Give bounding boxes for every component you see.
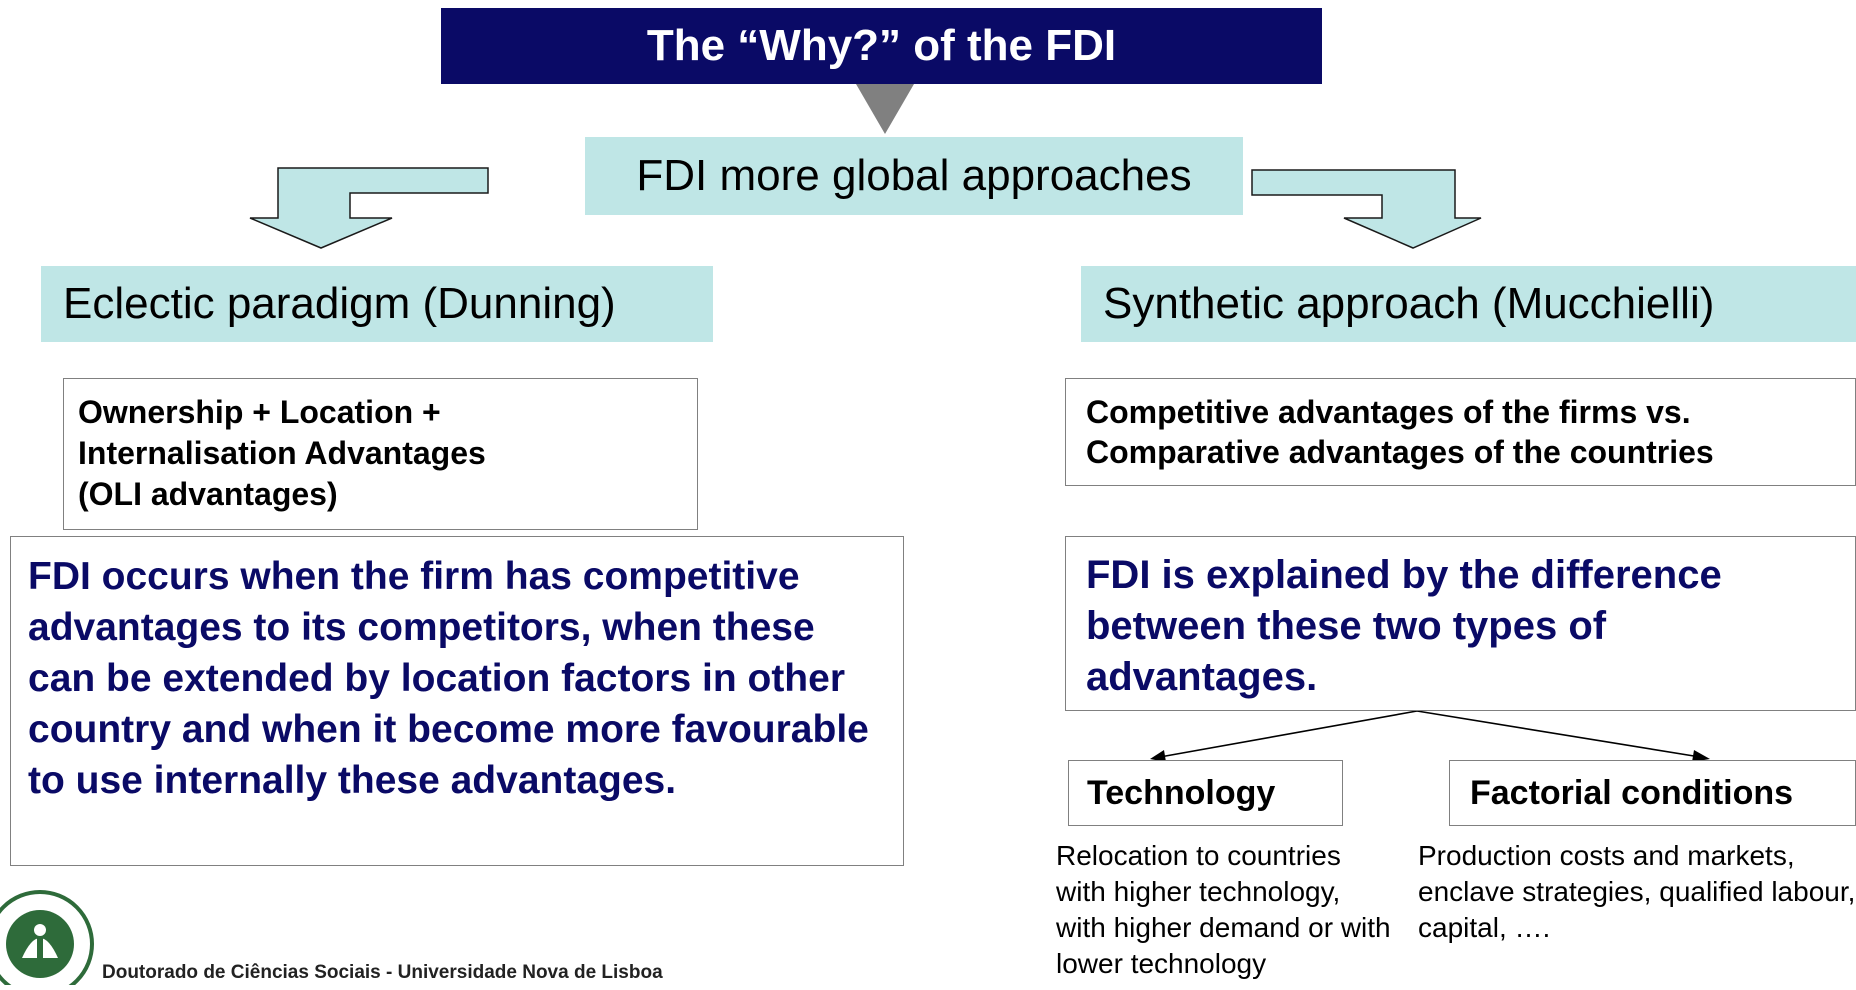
factorial-description: Production costs and markets, enclave st…	[1418, 840, 1856, 943]
oli-line-2: Internalisation Advantages	[78, 435, 486, 471]
factorial-conditions-box: Factorial conditions	[1449, 760, 1856, 826]
right-bent-arrow	[1251, 169, 1482, 249]
branch-arrowhead-factorial	[1692, 750, 1710, 762]
technology-box: Technology	[1068, 760, 1343, 826]
eclectic-paradigm-heading: Eclectic paradigm (Dunning)	[41, 266, 713, 342]
oli-advantages-box: Ownership + Location + Internalisation A…	[63, 378, 698, 530]
down-triangle-arrow	[856, 84, 914, 134]
branch-line-factorial	[1416, 710, 1701, 758]
technology-description: Relocation to countries with higher tech…	[1056, 840, 1391, 979]
competitive-advantages-box: Competitive advantages of the firms vs. …	[1065, 378, 1856, 486]
synthetic-approach-heading: Synthetic approach (Mucchielli)	[1081, 266, 1856, 342]
oli-line-3: (OLI advantages)	[78, 476, 338, 512]
fdi-explained-statement: FDI is explained by the difference betwe…	[1065, 536, 1856, 711]
fdi-occurs-statement: FDI occurs when the firm has competitive…	[10, 536, 904, 866]
page-title: The “Why?” of the FDI	[441, 8, 1322, 84]
global-approaches-box: FDI more global approaches	[585, 137, 1243, 215]
branch-arrowhead-technology	[1150, 750, 1166, 762]
competitive-line-2: Comparative advantages of the countries	[1086, 434, 1714, 470]
left-bent-arrow	[249, 167, 489, 249]
university-seal-logo	[0, 888, 108, 990]
competitive-line-1: Competitive advantages of the firms vs.	[1086, 394, 1691, 430]
footer-text: Doutorado de Ciências Sociais - Universi…	[102, 962, 663, 983]
branch-line-technology	[1159, 710, 1418, 758]
oli-line-1: Ownership + Location +	[78, 394, 441, 430]
